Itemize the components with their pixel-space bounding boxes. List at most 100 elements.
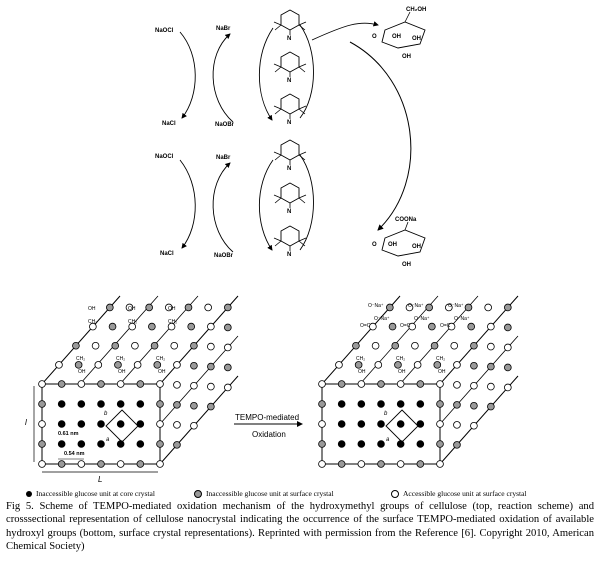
surface-inaccessible-unit [136,380,145,388]
surface-inaccessible-unit [190,341,198,350]
label-ch2oh: CH₂OH [406,7,426,13]
surface-accessible-unit [94,361,103,369]
surface-inaccessible-unit [433,361,442,369]
svg-text:OH: OH [438,369,446,375]
surface-accessible-unit [318,460,326,468]
svg-text:CH₂: CH₂ [396,356,405,362]
surface-accessible-unit [413,361,422,369]
svg-text:CH₂: CH₂ [88,319,97,325]
surface-inaccessible-unit [318,400,326,408]
svg-text:OH: OH [78,369,86,375]
svg-text:O⁻Na⁺: O⁻Na⁺ [448,303,464,309]
svg-text:CH₂: CH₂ [128,319,137,325]
surface-inaccessible-unit [504,363,512,372]
surface-inaccessible-unit [391,341,400,350]
surface-inaccessible-unit [504,323,512,332]
surface-accessible-unit [487,382,495,391]
surface-accessible-unit [357,380,366,388]
surface-accessible-unit [357,460,366,468]
surface-accessible-unit [190,381,198,390]
surface-accessible-unit [318,420,326,428]
svg-text:CH₂: CH₂ [76,356,85,362]
label-naocl-2: NaOCl [155,154,174,160]
surface-accessible-unit [224,383,232,392]
surface-inaccessible-unit [72,341,80,350]
surface-inaccessible-unit [354,361,363,369]
core-glucose-unit [337,400,346,408]
surface-inaccessible-unit [386,303,394,312]
surface-inaccessible-unit [207,402,215,411]
legend: Inaccessible glucose unit at core crysta… [6,489,596,501]
surface-accessible-unit [156,460,164,468]
svg-text:O=C: O=C [400,323,411,329]
surface-inaccessible-unit [173,441,181,449]
svg-text:CH₂: CH₂ [156,356,165,362]
svg-text:OH: OH [398,369,406,375]
surface-accessible-unit [396,460,405,468]
surface-inaccessible-unit [470,401,478,410]
surface-accessible-unit [89,322,97,331]
surface-inaccessible-unit [97,380,105,388]
surface-accessible-unit [470,381,478,390]
svg-text:OH: OH [158,369,166,375]
surface-inaccessible-unit [430,341,439,350]
surface-accessible-unit [38,420,46,428]
svg-text:a: a [106,437,110,443]
label-naocl-1: NaOCl [155,28,174,34]
svg-text:OH: OH [118,369,126,375]
surface-accessible-unit [436,420,444,428]
svg-text:a: a [386,437,390,443]
surface-accessible-unit [408,322,417,331]
surface-inaccessible-unit [467,322,476,331]
surface-accessible-unit [207,382,215,391]
svg-text:O⁻Na⁺: O⁻Na⁺ [414,316,430,322]
surface-inaccessible-unit [57,380,66,388]
surface-inaccessible-unit [453,401,461,409]
core-glucose-unit [77,420,86,428]
surface-accessible-unit [396,380,405,388]
black-circle-icon [26,491,32,498]
surface-accessible-unit [125,303,134,312]
core-glucose-unit [357,400,366,408]
surface-accessible-unit [38,380,46,388]
surface-accessible-unit [445,303,453,312]
surface-inaccessible-unit [224,303,232,312]
surface-inaccessible-unit [388,322,397,331]
surface-inaccessible-unit [470,341,478,350]
legend-surface-inaccessible: Inaccessible glucose unit at surface cry… [194,489,334,499]
surface-inaccessible-unit [173,401,181,409]
surface-accessible-unit [156,380,164,388]
dim-061: 0.61 nm [58,431,79,437]
label-nabr-2: NaBr [216,155,231,161]
dim-054: 0.54 nm [64,451,85,457]
surface-accessible-unit [55,361,63,369]
core-glucose-unit [377,400,385,408]
surface-inaccessible-unit [224,363,232,372]
core-glucose-unit [116,420,125,428]
white-circle-icon [391,490,399,499]
surface-accessible-unit [447,322,456,331]
surface-accessible-unit [91,341,100,350]
surface-inaccessible-unit [377,460,385,468]
svg-text:CH₂: CH₂ [356,356,365,362]
core-glucose-unit [416,400,425,408]
svg-text:O=C: O=C [440,323,451,329]
surface-accessible-unit [156,420,164,428]
svg-text:OH: OH [388,242,397,248]
svg-text:O⁻Na⁺: O⁻Na⁺ [408,303,424,309]
label-nacl-1: NaCl [162,121,176,127]
surface-accessible-unit [436,380,444,388]
svg-text:O⁻Na⁺: O⁻Na⁺ [454,316,470,322]
surface-inaccessible-unit [38,400,46,408]
svg-text:OH: OH [88,306,96,312]
surface-accessible-unit [371,341,380,350]
core-glucose-unit [57,420,66,428]
surface-accessible-unit [335,361,343,369]
surface-inaccessible-unit [97,460,105,468]
surface-inaccessible-unit [224,323,232,332]
surface-accessible-unit [167,322,176,331]
surface-accessible-unit [207,342,215,351]
surface-inaccessible-unit [190,361,198,370]
surface-accessible-unit [484,303,492,312]
